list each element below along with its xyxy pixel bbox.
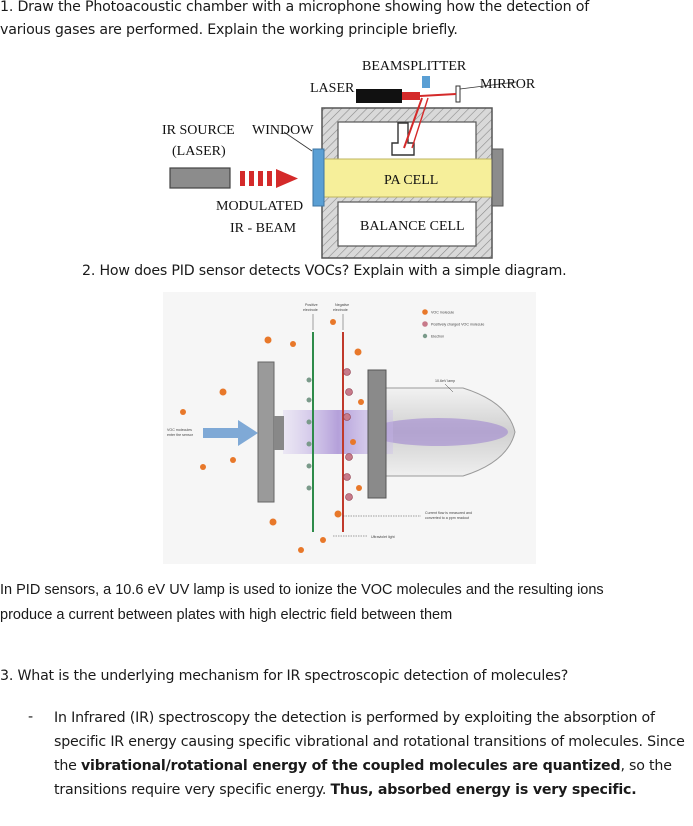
question-1-line-2: various gases are performed. Explain the…: [0, 22, 458, 38]
photoacoustic-chamber-diagram: BEAMSPLITTER LASER MIRROR IR SOURCE (LAS…: [162, 59, 536, 259]
answer-2-line-1: In PID sensors, a 10.6 eV UV lamp is use…: [0, 582, 604, 598]
sensor-left-plate: [257, 361, 275, 503]
mirror-block: [455, 85, 461, 103]
legend-electron: Electron: [431, 335, 444, 339]
laser-block: [356, 89, 402, 103]
label-beamsplitter: BEAMSPLITTER: [362, 59, 467, 74]
bullet-dash: -: [28, 709, 34, 725]
voc-entry-arrow: [203, 420, 258, 446]
label-laser: LASER: [310, 81, 355, 96]
label-window: WINDOW: [252, 123, 314, 138]
label-current-2: converted to a ppm readout: [425, 516, 469, 520]
label-lamp: 10.6eV lamp: [435, 379, 455, 383]
sensor-right-plate: [367, 369, 387, 499]
answer-3-part-1: In Infrared (IR) spectroscopy the detect…: [54, 710, 685, 774]
question-3: 3. What is the underlying mechanism for …: [0, 668, 569, 684]
label-pa-cell: PA CELL: [384, 173, 438, 188]
modulated-beam-arrow: [276, 169, 298, 188]
window-left: [312, 148, 325, 207]
answer-3-paragraph: In Infrared (IR) spectroscopy the detect…: [54, 706, 693, 802]
label-positive-electrode: Positive: [305, 303, 318, 307]
pid-sensor-diagram: VOC molecule Positively charged VOC mole…: [163, 292, 536, 564]
label-negative-electrode: Negative: [335, 303, 349, 307]
label-ir-source: IR SOURCE: [162, 123, 235, 138]
beamsplitter-block: [422, 76, 430, 88]
label-uv-light: Ultraviolet light: [371, 535, 395, 539]
legend-voc: VOC molecule: [431, 311, 454, 315]
label-negative-electrode-2: electrode: [333, 308, 348, 312]
label-positive-electrode-2: electrode: [303, 308, 318, 312]
microphone-diaphragm: [391, 122, 415, 156]
label-mirror: MIRROR: [480, 77, 536, 92]
legend-charged: Positively charged VOC molecule: [431, 323, 484, 327]
label-current: Current flow is measured and: [425, 511, 472, 515]
question-1-line-1: 1. Draw the Photoacoustic chamber with a…: [0, 0, 589, 15]
chamber-inner-lower: [337, 201, 477, 247]
question-2: 2. How does PID sensor detects VOCs? Exp…: [82, 263, 567, 279]
label-entry: VOC molecules: [167, 428, 192, 432]
answer-3-bold-2: Thus, absorbed energy is very specific.: [330, 782, 637, 798]
label-entry-2: enter the sensor: [167, 433, 194, 437]
window-right: [491, 148, 504, 207]
pa-cell-band: [321, 158, 493, 198]
answer-3-bold-1: vibrational/rotational energy of the cou…: [81, 758, 621, 774]
label-ir-beam: IR - BEAM: [230, 221, 297, 236]
label-balance-cell: BALANCE CELL: [360, 219, 465, 234]
answer-3-part-2: , so the transitions require very specif…: [54, 758, 672, 798]
ir-source-block: [169, 167, 231, 189]
label-ir-source-laser: (LASER): [172, 144, 226, 159]
answer-2-line-2: produce a current between plates with hi…: [0, 607, 453, 623]
laser-tip: [402, 92, 420, 100]
label-modulated: MODULATED: [216, 199, 303, 214]
